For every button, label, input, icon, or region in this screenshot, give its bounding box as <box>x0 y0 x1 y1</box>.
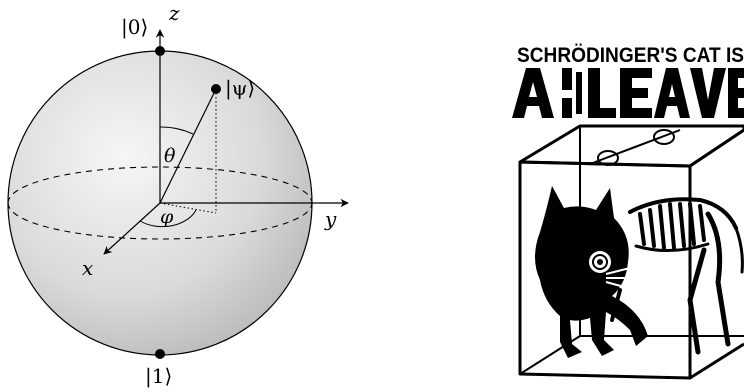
pole-south-point <box>155 349 165 359</box>
alive-dead-logo <box>512 68 744 118</box>
phi-arc <box>139 209 197 228</box>
z-axis-label: z <box>168 1 180 25</box>
projection-horizontal <box>159 202 217 214</box>
cat-poster: SCHRÖDINGER'S CAT IS <box>512 44 744 380</box>
ket0-label: |0⟩ <box>121 15 148 40</box>
cat-silhouette <box>535 186 648 358</box>
phi-label: φ <box>160 206 174 228</box>
state-vector <box>159 88 217 204</box>
x-axis <box>103 202 161 255</box>
pole-north-point <box>155 46 165 56</box>
y-axis-label: y <box>324 207 337 231</box>
ket1-label: |1⟩ <box>145 364 172 389</box>
psi-point <box>211 84 221 94</box>
theta-label: θ <box>164 145 176 167</box>
bloch-sphere: |0⟩ |1⟩ |ψ⟩ z y x θ φ <box>7 1 349 389</box>
x-axis-label: x <box>82 256 93 280</box>
equator-back <box>7 166 313 204</box>
poster-headline: SCHRÖDINGER'S CAT IS <box>517 44 744 67</box>
cat-box <box>518 124 744 380</box>
ket-psi-label: |ψ⟩ <box>225 76 255 101</box>
theta-arc <box>159 126 194 135</box>
equator-front <box>7 202 313 240</box>
cat-skeleton <box>610 197 744 355</box>
